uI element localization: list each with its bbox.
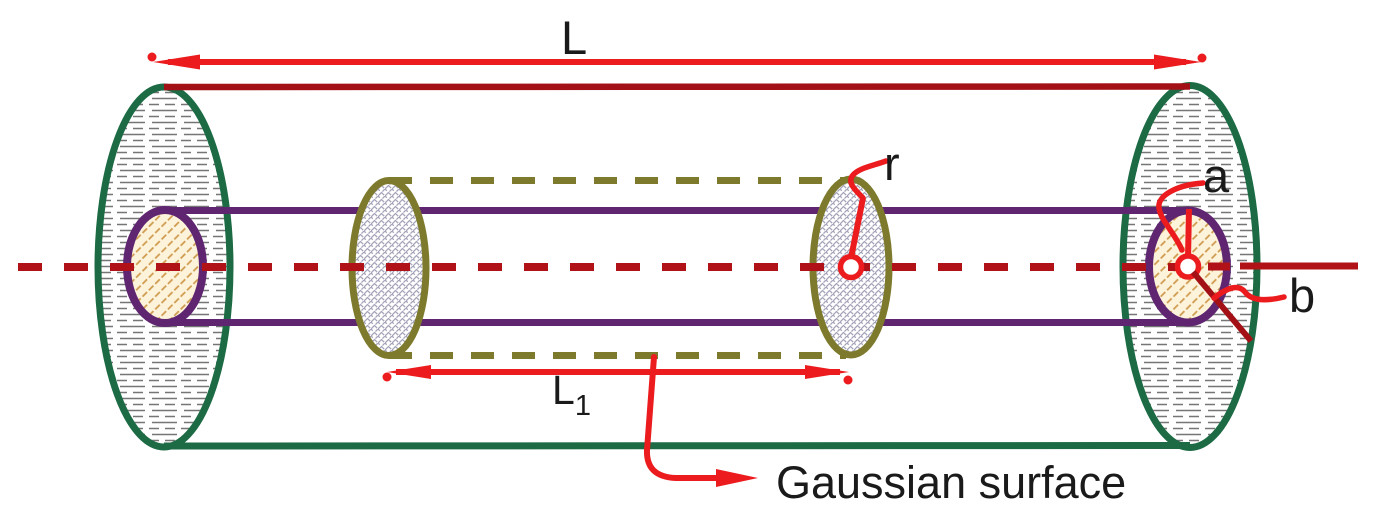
label-inner-radius: a — [1203, 149, 1230, 202]
label-gaussian-length-base: L — [552, 367, 575, 413]
dim-L1-arrowhead-left — [387, 365, 431, 379]
leader-r — [848, 158, 889, 201]
center-point-gaussian-cap — [837, 253, 865, 281]
label-total-length: L — [561, 11, 588, 64]
radius-r-line — [848, 197, 866, 259]
dim-L-arrowhead-right — [1154, 54, 1201, 70]
central-axis — [18, 262, 1358, 271]
leader-gaussian-surface — [644, 354, 758, 487]
radius-b-line — [1190, 270, 1254, 343]
dimension-L1 — [382, 365, 853, 385]
dim-L1-tick-right — [843, 375, 853, 385]
dim-L-tick-right — [1197, 53, 1207, 63]
dim-L-arrowhead-left — [153, 54, 200, 70]
radius-a-line — [1185, 208, 1192, 259]
leader-a — [1156, 180, 1206, 253]
outer-cylinder-top-edge — [163, 83, 1191, 91]
label-gaussian-length-subscript: 1 — [574, 390, 591, 422]
label-outer-radius: b — [1289, 269, 1316, 322]
label-gaussian-surface: Gaussian surface — [776, 457, 1127, 508]
outer-cylinder-bottom-edge — [163, 442, 1191, 450]
dim-L1-tick-left — [382, 372, 392, 382]
gaussian-leader-arrowhead — [716, 469, 758, 487]
dim-L-tick-left — [147, 52, 157, 62]
label-gaussian-radius: r — [884, 137, 900, 190]
label-gaussian-length: L1 — [552, 367, 591, 421]
dimension-L — [147, 52, 1207, 70]
leader-b — [1211, 284, 1287, 303]
dim-L1-arrowhead-right — [805, 365, 849, 379]
gaussian-leader-curve — [644, 354, 744, 481]
